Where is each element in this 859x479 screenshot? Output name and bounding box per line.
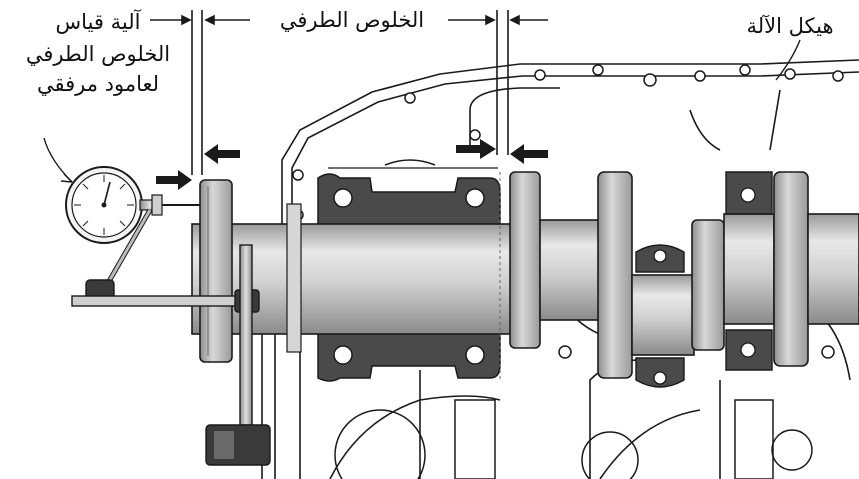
gauge-label-line-3: لعامود مرفقي xyxy=(36,72,160,96)
dial-indicator-icon xyxy=(65,166,200,244)
end-play-label: الخلوص الطرفي xyxy=(279,8,425,32)
gauge-label-line-1: آلية قياس xyxy=(55,10,141,34)
lower-housing xyxy=(334,399,813,479)
gauge-label-line-2: الخلوص الطرفي xyxy=(25,42,171,66)
gauge-label: آلية قياس الخلوص الطرفي لعامود مرفقي xyxy=(8,10,188,96)
push-arrow-icon xyxy=(156,139,548,190)
main-bearing-cap-lower xyxy=(317,331,501,382)
machine-frame-label: هيكل الآلة xyxy=(746,14,834,38)
label-leaders xyxy=(43,39,801,183)
magnetic-base-icon xyxy=(71,208,271,466)
end-play-dimension xyxy=(150,10,548,175)
main-bearing-cap-upper xyxy=(317,159,501,226)
crankshaft xyxy=(191,171,859,388)
